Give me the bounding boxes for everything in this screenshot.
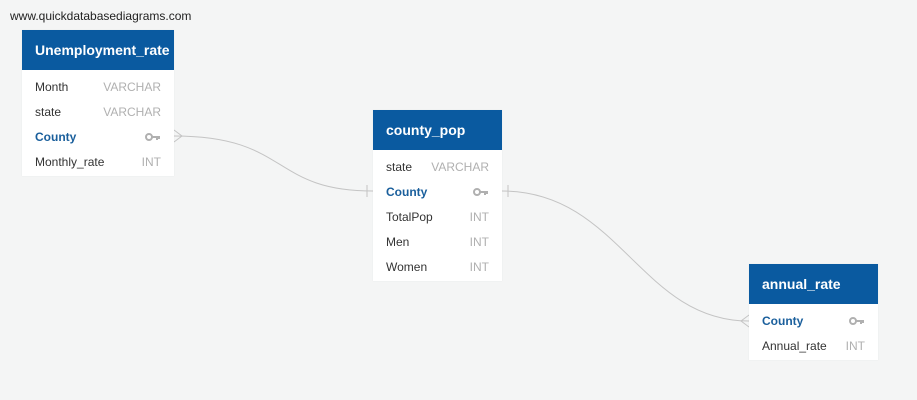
column-type: VARCHAR (103, 79, 161, 94)
table-header[interactable]: Unemployment_rate (22, 30, 174, 70)
table-county-pop[interactable]: county_pop state VARCHAR County TotalPop… (373, 110, 502, 281)
table-row[interactable]: Annual_rate INT (749, 333, 878, 358)
table-header[interactable]: annual_rate (749, 264, 878, 304)
column-type: INT (469, 259, 489, 274)
table-unemployment-rate[interactable]: Unemployment_rate Month VARCHAR state VA… (22, 30, 174, 176)
watermark: www.quickdatabasediagrams.com (10, 9, 192, 23)
column-type: INT (845, 338, 865, 353)
table-row[interactable]: Monthly_rate INT (22, 149, 174, 174)
column-type: INT (469, 234, 489, 249)
column-name: Monthly_rate (35, 154, 105, 169)
table-row[interactable]: state VARCHAR (373, 154, 502, 179)
crow-foot-many (740, 314, 750, 328)
key-icon (849, 316, 864, 325)
crow-foot-many (173, 129, 183, 143)
key-icon (145, 132, 160, 141)
table-row[interactable]: Month VARCHAR (22, 74, 174, 99)
column-name: state (35, 104, 62, 119)
column-name: TotalPop (386, 209, 433, 224)
table-row[interactable]: TotalPop INT (373, 204, 502, 229)
column-name: Annual_rate (762, 338, 827, 353)
column-name: County (762, 313, 804, 328)
column-type: INT (141, 154, 161, 169)
table-row[interactable]: state VARCHAR (22, 99, 174, 124)
column-type: INT (469, 209, 489, 224)
column-name: County (35, 129, 77, 144)
table-row-primary-key[interactable]: County (749, 308, 878, 333)
table-header[interactable]: county_pop (373, 110, 502, 150)
column-name: Women (386, 259, 428, 274)
table-row-primary-key[interactable]: County (22, 124, 174, 149)
column-name: Men (386, 234, 410, 249)
key-icon (473, 187, 488, 196)
column-type: VARCHAR (103, 104, 161, 119)
table-row[interactable]: Women INT (373, 254, 502, 279)
column-type: VARCHAR (431, 159, 489, 174)
relationship-line[interactable] (501, 190, 750, 322)
column-name: state (386, 159, 413, 174)
table-annual-rate[interactable]: annual_rate County Annual_rate INT (749, 264, 878, 360)
table-row[interactable]: Men INT (373, 229, 502, 254)
column-name: County (386, 184, 428, 199)
column-name: Month (35, 79, 69, 94)
table-row-primary-key[interactable]: County (373, 179, 502, 204)
relationship-line[interactable] (173, 135, 374, 192)
